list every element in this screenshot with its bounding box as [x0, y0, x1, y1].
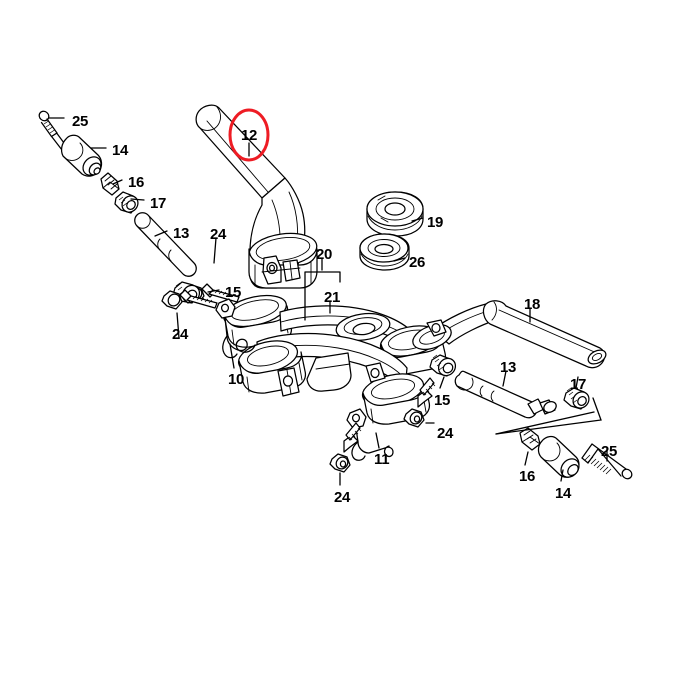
part-13-weight-rod-left — [134, 212, 197, 277]
label-11: 11 — [374, 451, 390, 468]
part-24-flange-bolt-left — [161, 289, 218, 310]
part-20-triple-clamp-assembly — [223, 294, 497, 425]
label-19: 19 — [427, 214, 444, 231]
label-20: 20 — [316, 246, 333, 263]
part-16-spacer-clip-right — [519, 427, 541, 451]
label-16-right: 16 — [519, 468, 536, 485]
part-12-handlebar-left — [195, 104, 318, 289]
part-10-wire-clip — [215, 298, 256, 359]
part-13-weight-rod-right — [454, 370, 557, 419]
part-25-screw-right — [581, 443, 633, 480]
part-17-lock-nut-left — [114, 191, 139, 214]
label-14-right: 14 — [555, 485, 572, 502]
part-12-highlight-ellipse — [228, 108, 270, 162]
part-16-spacer-clip-left — [100, 172, 120, 196]
label-24-right: 24 — [437, 425, 454, 442]
label-25-left: 25 — [72, 113, 89, 130]
part-24-flange-bolt-right — [403, 377, 436, 428]
part-17-lock-nut-right — [563, 387, 590, 410]
label-15-upper: 15 — [225, 284, 242, 301]
label-13-left: 13 — [173, 225, 190, 242]
label-12-main: 12 — [241, 127, 258, 144]
label-21: 21 — [324, 289, 341, 306]
leader-lines — [48, 117, 608, 486]
label-18: 18 — [524, 296, 541, 313]
label-16-left: 16 — [128, 174, 145, 191]
label-25-right: 25 — [601, 443, 618, 460]
label-26: 26 — [409, 254, 426, 271]
part-14-bar-end-weight-right — [537, 435, 580, 478]
label-10: 10 — [228, 371, 245, 388]
label-17-left: 17 — [150, 195, 167, 212]
label-24-left: 24 — [172, 326, 189, 343]
label-15-right: 15 — [434, 392, 451, 409]
part-14-bar-end-weight-left — [60, 134, 103, 177]
label-17-right: 17 — [570, 376, 587, 393]
part-15-collar-nut-right — [429, 354, 457, 377]
label-24-bot: 24 — [334, 489, 351, 506]
part-24-flange-bolt-bottom — [329, 422, 362, 473]
label-13-right: 13 — [500, 359, 517, 376]
part-18-handlebar-right — [482, 300, 607, 369]
label-14-left: 14 — [112, 142, 129, 159]
part-11-wire-clamp — [346, 408, 394, 461]
part-19-top-cap — [366, 191, 424, 237]
part-26-seat-washer — [359, 233, 410, 271]
label-24-upper: 24 — [210, 226, 227, 243]
